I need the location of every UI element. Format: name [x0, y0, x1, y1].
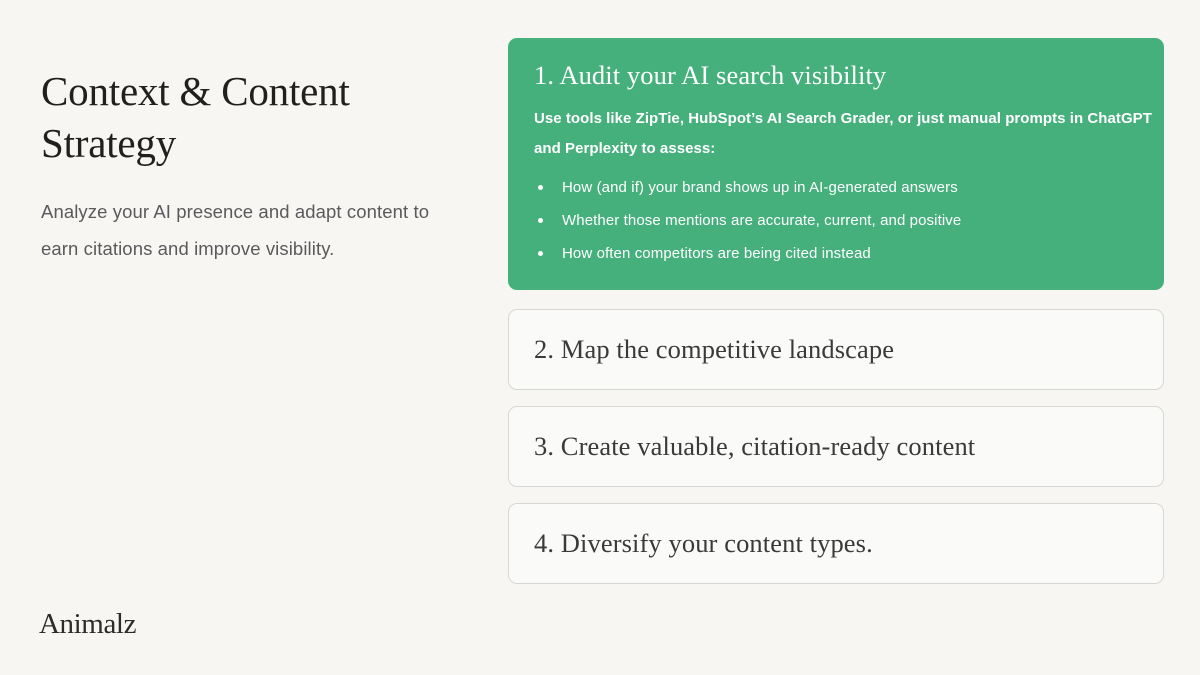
left-text-column: Context & Content Strategy Analyze your … [41, 66, 451, 267]
accordion-item-3-collapsed[interactable]: 3. Create valuable, citation-ready conte… [508, 406, 1164, 488]
list-item: How often competitors are being cited in… [534, 244, 1138, 264]
bullet-dot-icon [538, 184, 543, 190]
accordion-item-1-description: Use tools like ZipTie, HubSpot’s AI Sear… [534, 110, 1152, 157]
list-item-label: Whether those mentions are accurate, cur… [562, 211, 962, 229]
list-item: Whether those mentions are accurate, cur… [534, 211, 1138, 231]
list-item: How (and if) your brand shows up in AI-g… [534, 178, 1138, 198]
accordion-item-1-expanded[interactable]: 1. Audit your AI search visibility Use t… [508, 38, 1164, 291]
accordion-item-1-title: 1. Audit your AI search visibility [534, 60, 887, 90]
accordion-item-1-bullet-list: How (and if) your brand shows up in AI-g… [534, 178, 1138, 265]
accordion-item-2-collapsed[interactable]: 2. Map the competitive landscape [508, 309, 1164, 391]
accordion-item-3-title: 3. Create valuable, citation-ready conte… [534, 430, 976, 461]
list-item-label: How (and if) your brand shows up in AI-g… [562, 178, 958, 196]
accordion-item-2-title: 2. Map the competitive landscape [534, 333, 895, 364]
bullet-dot-icon [538, 251, 543, 256]
accordion-item-4-title: 4. Diversify your content types. [534, 527, 873, 558]
animalz-logo: Animalz [39, 608, 137, 640]
page-subtitle: Analyze your AI presence and adapt conte… [41, 201, 430, 259]
steps-accordion: 1. Audit your AI search visibility Use t… [508, 38, 1164, 585]
list-item-label: How often competitors are being cited in… [562, 245, 871, 262]
accordion-item-4-collapsed[interactable]: 4. Diversify your content types. [508, 503, 1164, 585]
page-title: Context & Content Strategy [41, 68, 350, 166]
bullet-dot-icon [538, 217, 543, 223]
